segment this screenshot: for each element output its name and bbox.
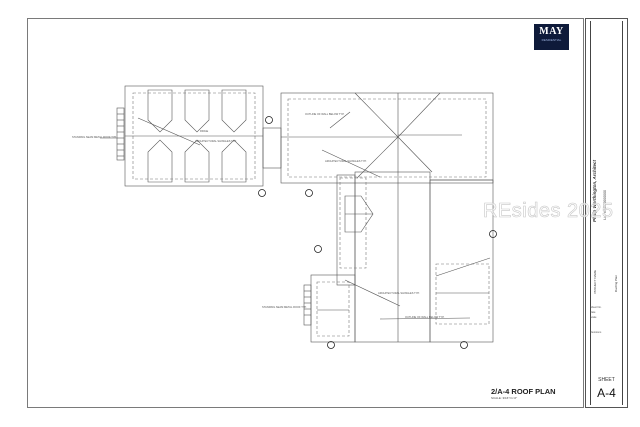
- row-date: Date: [590, 311, 596, 314]
- note-standing-seam-2: STANDING SEAM METAL ROOF TYP.: [262, 306, 307, 309]
- logo-text: MAY: [539, 26, 564, 37]
- note-wall-below: OUTLINE OF WALL BELOW TYP.: [305, 113, 345, 116]
- row-revisions: Revisions: [590, 331, 602, 334]
- logo-subtext: RESIDENTIAL: [541, 38, 562, 42]
- note-ridge: RIDGE: [200, 130, 209, 133]
- note-shingles: ARCHITECTURAL SHINGLES TYP.: [195, 140, 237, 143]
- row-scale: Scale: [590, 316, 597, 319]
- drawing-name: Roofing Plan: [614, 275, 618, 293]
- drawing-title: 2/A-4 ROOF PLAN: [491, 387, 556, 396]
- watermark: REsides 2025: [483, 200, 614, 223]
- project-name: PROJECT NAME: [593, 270, 597, 294]
- sheet-label: SHEET: [598, 377, 615, 383]
- drawing-frame: [27, 18, 584, 408]
- note-shingles-2: ARCHITECTURAL SHINGLES TYP.: [325, 160, 367, 163]
- note-shingles-3: ARCHITECTURAL SHINGLES TYP.: [378, 292, 420, 295]
- row-sheet-no: Sheet No.: [590, 306, 602, 309]
- note-wall-below-2: OUTLINE OF WALL BELOW TYP.: [405, 316, 445, 319]
- company-logo: MAY RESIDENTIAL: [534, 24, 569, 50]
- title-block: [585, 18, 628, 408]
- sheet-number: A-4: [597, 386, 616, 400]
- drawing-scale: SCALE: 3/16"=1'-0": [491, 396, 518, 400]
- note-standing-seam: STANDING SEAM METAL ROOF TYP.: [72, 136, 117, 139]
